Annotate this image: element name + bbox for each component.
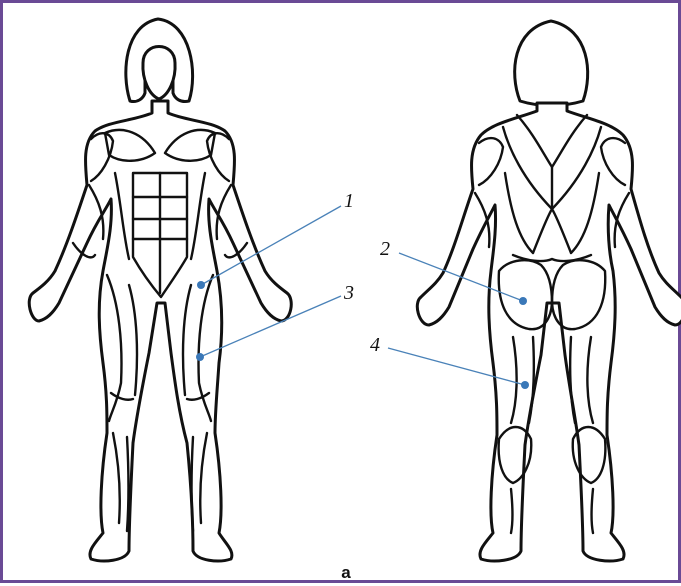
back-hair: [515, 21, 588, 106]
front-body: [29, 101, 291, 561]
marker-label-3: 3: [343, 282, 354, 304]
back-figure: [417, 21, 681, 561]
front-face: [143, 47, 175, 100]
marker-dot-4: [521, 381, 529, 389]
marker-dot-3: [196, 353, 204, 361]
front-figure: [29, 19, 291, 561]
marker-dot-1: [197, 281, 205, 289]
muscle-diagram: 1 3 2 4 a: [3, 3, 681, 586]
back-body: [417, 103, 681, 561]
panel-label: a: [341, 563, 351, 582]
marker-dot-2: [519, 297, 527, 305]
marker-label-4: 4: [370, 334, 380, 356]
marker-label-2: 2: [380, 238, 390, 260]
marker-label-1: 1: [344, 190, 354, 212]
